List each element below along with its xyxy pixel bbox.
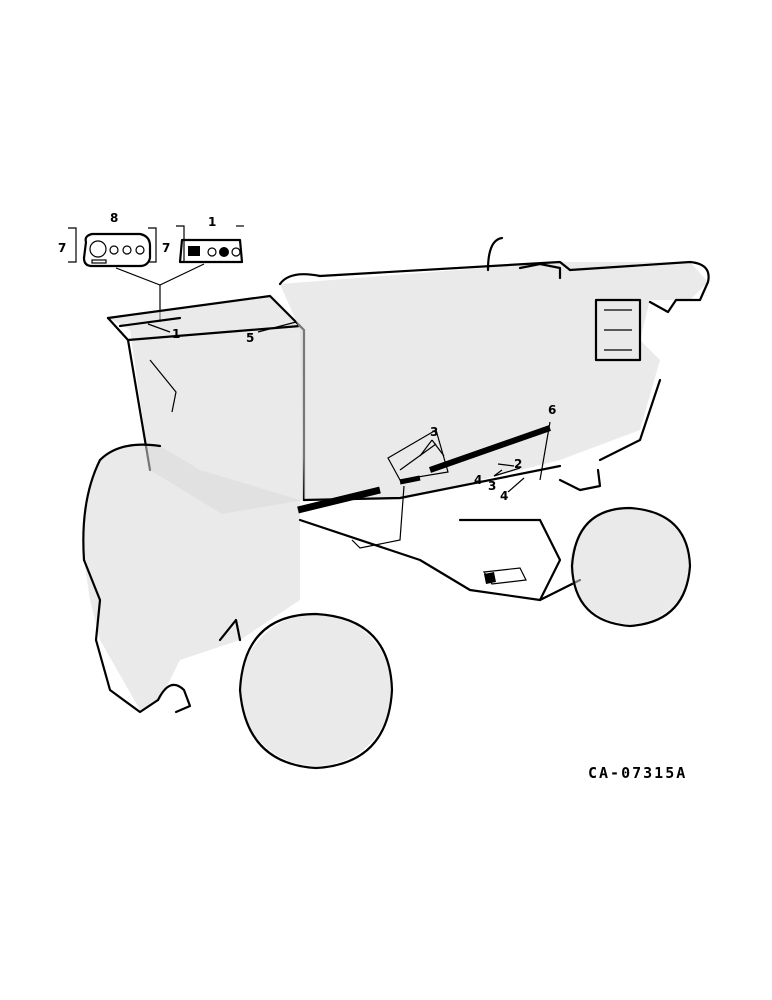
- instrument-panel-inset: [68, 227, 157, 268]
- callout-leaders: [147, 321, 551, 493]
- callout-7-left: 7: [58, 241, 66, 255]
- callout-1-cab: 1: [172, 327, 180, 341]
- switch-panel-inset: [176, 225, 244, 264]
- callout-4-left: 4: [474, 473, 482, 487]
- combine-body: [82, 236, 710, 770]
- callout-2: 2: [514, 457, 522, 471]
- callout-7-right: 7: [162, 241, 170, 255]
- wiring-harness: [297, 425, 551, 549]
- callout-1-top: 1: [208, 215, 216, 229]
- callout-6: 6: [548, 403, 556, 417]
- callout-5: 5: [246, 331, 254, 345]
- callout-3-upper: 3: [430, 425, 438, 439]
- callout-4-right: 4: [500, 489, 508, 503]
- callout-8: 8: [110, 211, 118, 225]
- callout-3-lower: 3: [488, 479, 496, 493]
- reference-code: CA-07315A: [588, 764, 687, 782]
